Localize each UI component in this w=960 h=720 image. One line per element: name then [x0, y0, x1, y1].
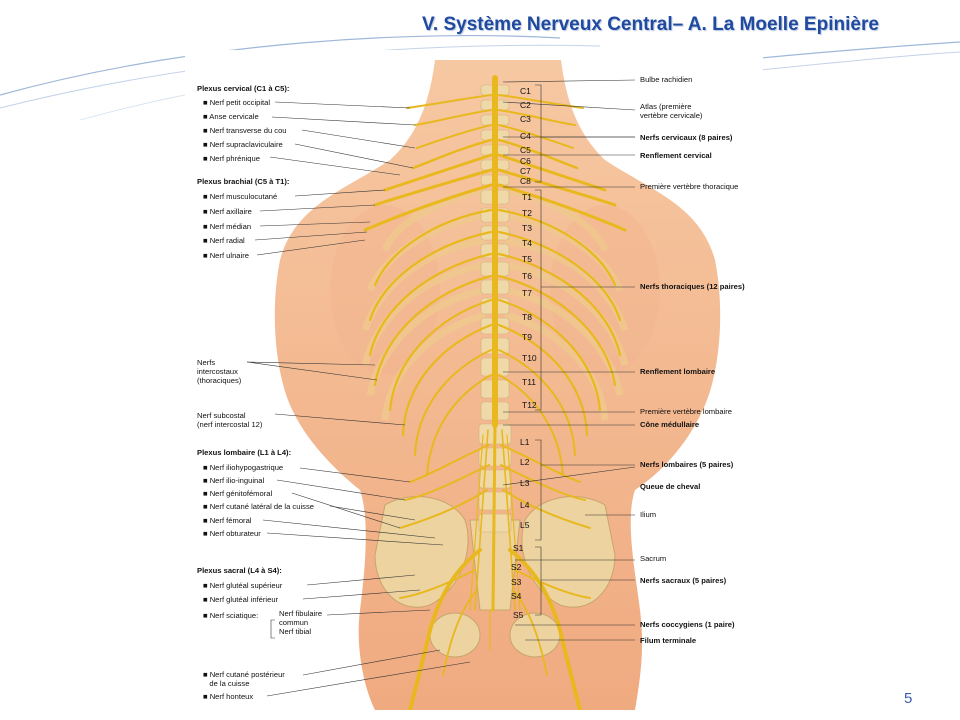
- nerf-transverse-label: ■ Nerf transverse du cou: [203, 126, 287, 135]
- nerfs-cervicaux-label: Nerfs cervicaux (8 paires): [640, 133, 733, 142]
- nerf-cutane-posterieur-label: ■ Nerf cutané postérieur de la cuisse: [203, 670, 285, 688]
- renflement-cervical-label: Renflement cervical: [640, 151, 712, 160]
- vertebra-label: T7: [522, 288, 532, 298]
- cone-medullaire-label: Cône médullaire: [640, 420, 700, 429]
- vertebra-label: C5: [520, 145, 531, 155]
- queue-de-cheval-label: Queue de cheval: [640, 482, 701, 491]
- renflement-lombaire-label: Renflement lombaire: [640, 367, 716, 376]
- plexus-lombaire-heading: Plexus lombaire (L1 à L4):: [197, 448, 292, 457]
- vertebra-label: C2: [520, 100, 531, 110]
- vertebra-label: T1: [522, 192, 532, 202]
- vertebra-label: L4: [520, 500, 530, 510]
- vertebra-label: C4: [520, 131, 531, 141]
- sacrum-label: Sacrum: [640, 554, 667, 563]
- slide-title: V. Système Nerveux Central– A. La Moelle…: [422, 14, 879, 35]
- nerf-sciatique-label: ■ Nerf sciatique:: [203, 611, 259, 620]
- nerf-ilio-inguinal-label: ■ Nerf ilio-inguinal: [203, 476, 265, 485]
- anse-cervicale-label: ■ Anse cervicale: [203, 112, 259, 121]
- vertebra-label: L1: [520, 437, 530, 447]
- vertebra-label: T4: [522, 238, 532, 248]
- nerf-cutane-lateral-label: ■ Nerf cutané latéral de la cuisse: [203, 502, 314, 511]
- nerfs-lombaires-label: Nerfs lombaires (5 paires): [640, 460, 734, 469]
- nerf-femoral-label: ■ Nerf fémoral: [203, 516, 252, 525]
- plexus-brachial-heading: Plexus brachial (C5 à T1):: [197, 177, 290, 186]
- nerf-axillaire-label: ■ Nerf axillaire: [203, 207, 252, 216]
- vertebra-label: C1: [520, 86, 531, 96]
- nerf-iliohypogastrique-label: ■ Nerf iliohypogastrique: [203, 463, 284, 472]
- vertebra-label: C7: [520, 166, 531, 176]
- vertebra-label: S4: [511, 591, 522, 601]
- nerf-petit-occipital-label: ■ Nerf petit occipital: [203, 98, 271, 107]
- peripheral-nerves: [363, 75, 627, 710]
- vertebra-label: S2: [511, 562, 522, 572]
- nerf-supraclaviculaire-label: ■ Nerf supraclaviculaire: [203, 140, 283, 149]
- premiere-vertebre-thoracique-label: Première vertèbre thoracique: [640, 182, 739, 191]
- vertebra-label: T10: [522, 353, 537, 363]
- vertebra-label: T5: [522, 254, 532, 264]
- nerf-median-label: ■ Nerf médian: [203, 222, 252, 231]
- nerf-phrenique-label: ■ Nerf phrénique: [203, 154, 260, 163]
- nerf-musculocutane-label: ■ Nerf musculocutané: [203, 192, 278, 201]
- vertebra-label: T12: [522, 400, 537, 410]
- nerfs-sacraux-label: Nerfs sacraux (5 paires): [640, 576, 727, 585]
- nerf-gluteal-superieur-label: ■ Nerf glutéal supérieur: [203, 581, 283, 590]
- sciatique-branches-label: Nerf fibulaire commun Nerf tibial: [279, 609, 323, 636]
- vertebra-label: T11: [522, 377, 537, 387]
- nerf-radial-label: ■ Nerf radial: [203, 236, 245, 245]
- pelvis: [374, 496, 616, 658]
- bulbe-rachidien-label: Bulbe rachidien: [640, 75, 693, 84]
- nerf-obturateur-label: ■ Nerf obturateur: [203, 529, 261, 538]
- nerf-ulnaire-label: ■ Nerf ulnaire: [203, 251, 249, 260]
- vertebra-label: C8: [520, 176, 531, 186]
- nerf-subcostal-label: Nerf subcostal(nerf intercostal 12): [197, 411, 263, 429]
- nerfs-coccygiens-label: Nerfs coccygiens (1 paire): [640, 620, 735, 629]
- spinal-cord-figure: Plexus cervical (C1 à C5): ■ Nerf petit …: [185, 50, 763, 710]
- leader-lines: [246, 79, 636, 697]
- ilium-label: Ilium: [640, 510, 657, 519]
- rib-cage: [361, 186, 629, 421]
- filum-terminale-label: Filum terminale: [640, 636, 697, 645]
- vertebra-label: C6: [520, 156, 531, 166]
- anatomy-illustration: [185, 50, 763, 710]
- premiere-vertebre-lombaire-label: Première vertèbre lombaire: [640, 407, 733, 416]
- vertebra-label: L2: [520, 457, 530, 467]
- nerf-honteux-label: ■ Nerf honteux: [203, 692, 254, 701]
- vertebra-label: T3: [522, 223, 532, 233]
- plexus-cervical-heading: Plexus cervical (C1 à C5):: [197, 84, 290, 93]
- plexus-sacral-heading: Plexus sacral (L4 à S4):: [197, 566, 282, 575]
- vertebra-label: S5: [513, 610, 524, 620]
- vertebra-label: S1: [513, 543, 524, 553]
- vertebra-label: T8: [522, 312, 532, 322]
- vertebra-label: T6: [522, 271, 532, 281]
- vertebra-label: S3: [511, 577, 522, 587]
- vertebra-label: T9: [522, 332, 532, 342]
- nerf-genitofemoral-label: ■ Nerf génitofémoral: [203, 489, 273, 498]
- page-number: 5: [904, 690, 913, 707]
- vertebra-label: L5: [520, 520, 530, 530]
- vertebra-label: C3: [520, 114, 531, 124]
- vertebra-label: L3: [520, 478, 530, 488]
- vertebra-label: T2: [522, 208, 532, 218]
- nerf-gluteal-inferieur-label: ■ Nerf glutéal inférieur: [203, 595, 279, 604]
- nerfs-thoraciques-label: Nerfs thoraciques (12 paires): [640, 282, 745, 291]
